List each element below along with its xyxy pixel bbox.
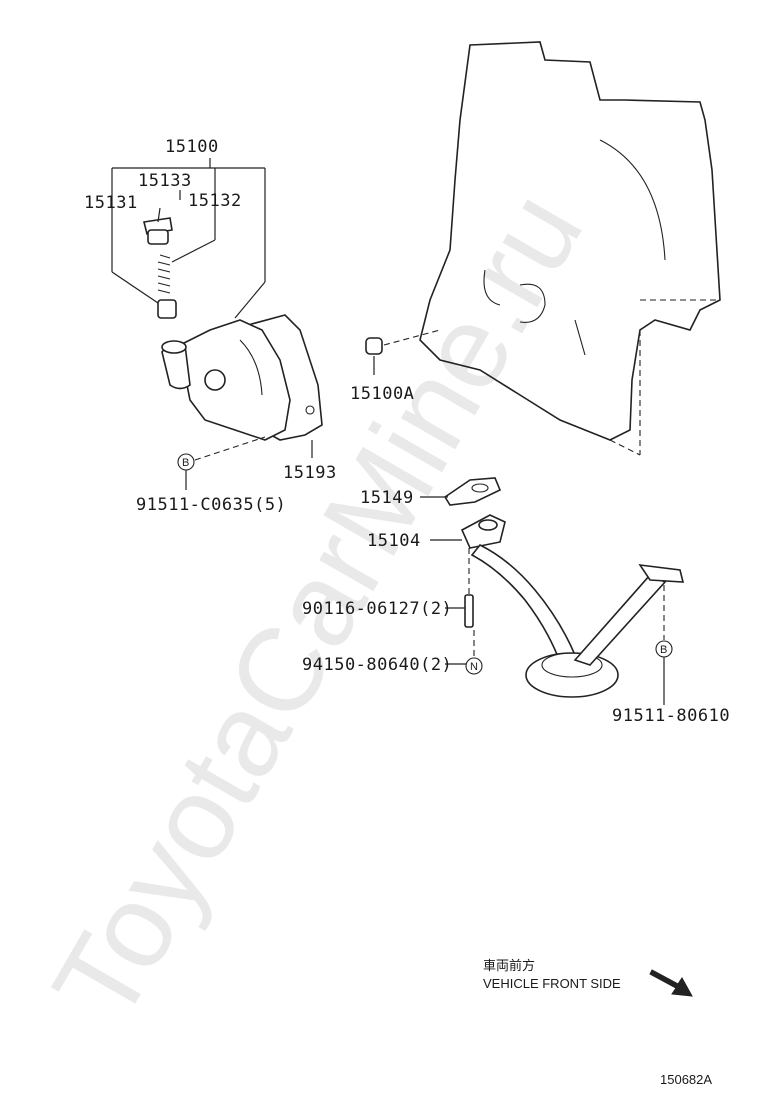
diagram-code: 150682A [660, 1072, 712, 1087]
bolt-callout-strainer: B [655, 585, 673, 705]
stud-bolt [445, 548, 474, 628]
label-15193: 15193 [283, 463, 337, 483]
label-91511-c0635: 91511-C0635(5) [136, 495, 286, 515]
callout-lines-15100 [111, 158, 266, 319]
relief-valve [157, 299, 177, 319]
label-15149: 15149 [360, 488, 414, 508]
arrow-icon [649, 969, 693, 997]
strainer-gasket [420, 477, 502, 506]
label-91511-80610: 91511-80610 [612, 706, 730, 726]
label-15133: 15133 [138, 171, 192, 191]
label-15132: 15132 [188, 191, 242, 211]
marker-n: N [470, 661, 478, 673]
direction-jp: 車両前方 [483, 958, 535, 973]
label-15131: 15131 [84, 193, 138, 213]
oil-strainer [430, 514, 685, 698]
knock-pin [365, 329, 441, 375]
label-15104: 15104 [367, 531, 421, 551]
label-94150-80640: 94150-80640(2) [302, 655, 452, 675]
engine-block [419, 41, 721, 456]
label-15100A: 15100A [350, 384, 414, 404]
direction-en: VEHICLE FRONT SIDE [483, 976, 621, 991]
bolt-callout-pump: B [177, 436, 266, 490]
label-15100: 15100 [165, 137, 219, 157]
vehicle-direction: 車両前方 VEHICLE FRONT SIDE [483, 958, 693, 997]
relief-valve-plug [143, 217, 173, 245]
label-90116-06127: 90116-06127(2) [302, 599, 452, 619]
marker-b-strainer: B [660, 644, 667, 656]
marker-b-pump: B [182, 457, 189, 469]
oil-pump-assembly [161, 314, 323, 441]
relief-valve-spring [157, 254, 171, 294]
nut: N [445, 630, 483, 675]
